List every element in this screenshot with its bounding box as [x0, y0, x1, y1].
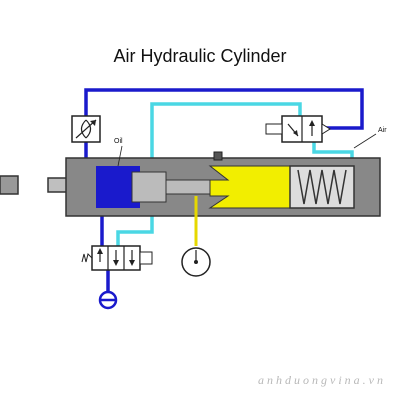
- spring-icon: [297, 169, 347, 205]
- air-line-to-valve: [116, 212, 154, 246]
- air-line-top: [150, 102, 302, 166]
- oil-label: Oil: [114, 138, 123, 145]
- piston-rod-inner: [165, 179, 211, 195]
- oil-line-top-loop: [84, 88, 364, 130]
- air-label: Air: [378, 127, 387, 134]
- gas-chamber: [208, 165, 291, 209]
- piston-rod: [47, 177, 69, 193]
- directional-valve-air: [265, 115, 331, 143]
- air-leader: [353, 133, 377, 149]
- oil-leader: [117, 145, 123, 167]
- diagram-title: Air Hydraulic Cylinder: [113, 46, 287, 66]
- directional-valve-oil: [81, 245, 153, 271]
- fill-port: [213, 151, 223, 161]
- oil-lines: [84, 88, 364, 292]
- main-piston: [131, 171, 167, 203]
- watermark: anhduongvina.vn: [258, 373, 386, 387]
- flow-control-valve-icon: [71, 115, 101, 143]
- hydraulic-pump-icon: [98, 290, 118, 310]
- external-rod: [0, 175, 19, 195]
